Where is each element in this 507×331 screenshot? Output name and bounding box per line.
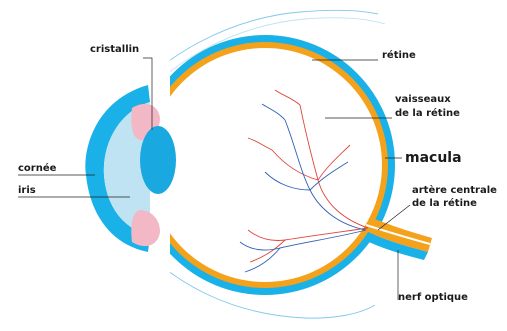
vitreous-body [148,48,382,282]
label-retine: rétine [382,49,416,61]
label-macula: macula [405,150,462,166]
label-vaisseaux-1: vaisseaux [395,94,451,105]
lens [140,126,176,194]
label-cornee: cornée [18,162,57,174]
label-nerf-optique: nerf optique [398,292,468,303]
label-cristallin: cristallin [90,44,139,55]
label-vaisseaux-2: de la rétine [395,107,460,119]
label-artere-2: de la rétine [412,197,477,209]
label-artere-1: artère centrale [412,184,497,196]
label-iris: iris [18,185,36,196]
